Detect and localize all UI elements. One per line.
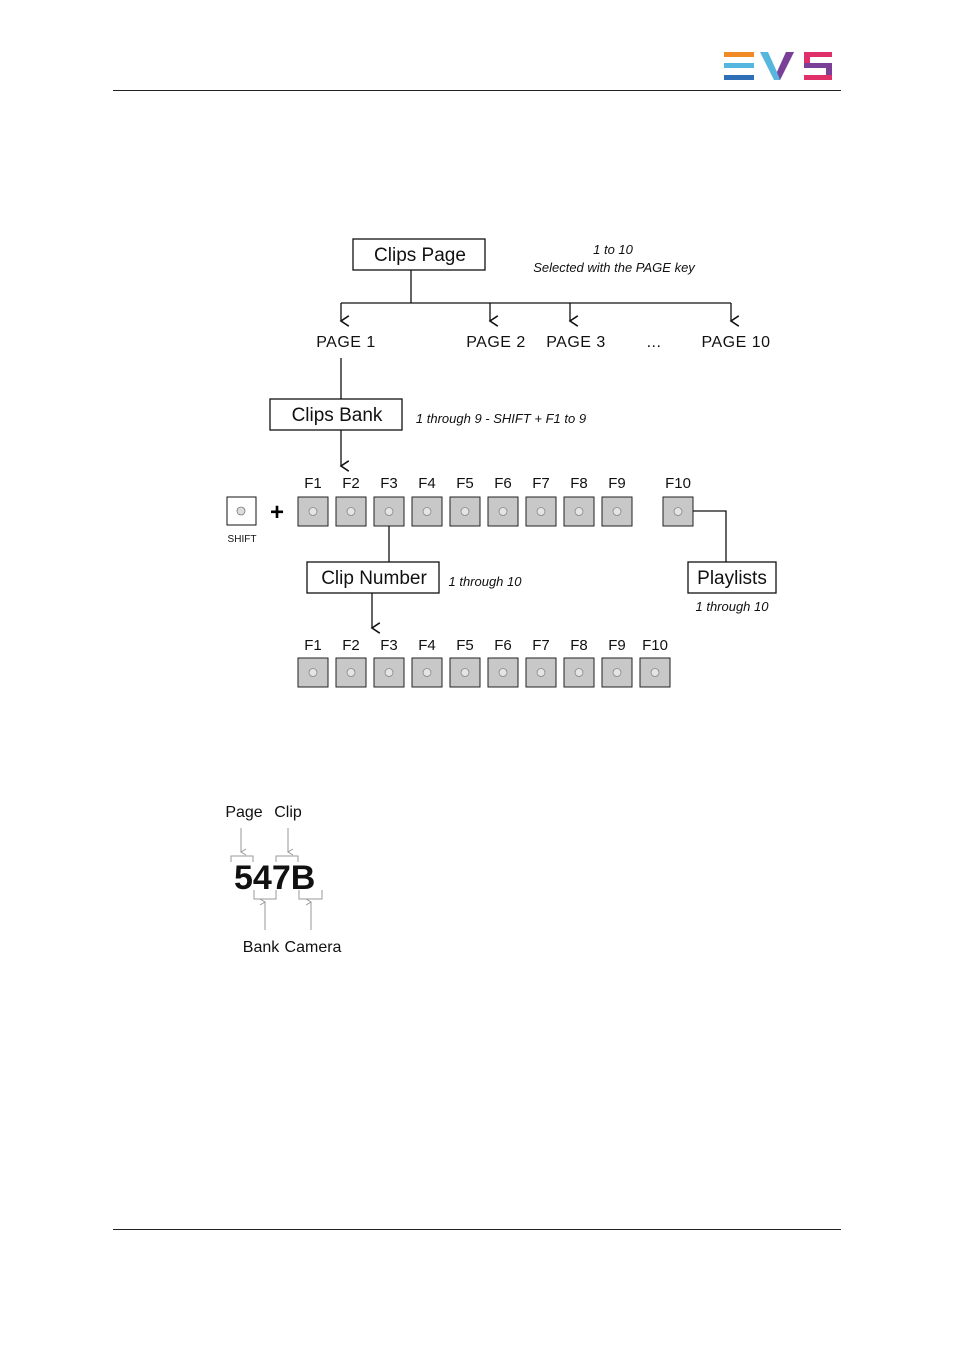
page-10-label: PAGE 10 bbox=[701, 334, 770, 351]
clip-key-row: F1 F2 F3 F4 F5 F6 F7 F8 F9 F10 bbox=[298, 637, 670, 687]
clip-f-key-led-5 bbox=[461, 669, 469, 677]
bank-f-key-led-2 bbox=[347, 508, 355, 516]
clips-page-note-2: Selected with the PAGE key bbox=[533, 260, 696, 275]
clip-f-key-led-1 bbox=[309, 669, 317, 677]
clip-f-label-10: F10 bbox=[642, 637, 668, 654]
bank-f-label-6: F6 bbox=[494, 475, 512, 492]
bank-f-label-4: F4 bbox=[418, 475, 436, 492]
clip-number-box: Clip Number bbox=[307, 562, 439, 593]
clip-f-label-4: F4 bbox=[418, 637, 436, 654]
code-label-camera: Camera bbox=[285, 939, 342, 956]
page-ellipsis: ... bbox=[647, 334, 662, 351]
bank-f-label-3: F3 bbox=[380, 475, 398, 492]
shift-key: SHIFT bbox=[227, 497, 256, 545]
bank-f-key-led-6 bbox=[499, 508, 507, 516]
bank-f-label-8: F8 bbox=[570, 475, 588, 492]
clip-f-label-9: F9 bbox=[608, 637, 626, 654]
clip-f-key-led-7 bbox=[537, 669, 545, 677]
clip-f-label-5: F5 bbox=[456, 637, 474, 654]
page-1-label: PAGE 1 bbox=[316, 334, 376, 351]
page-3-label: PAGE 3 bbox=[546, 334, 606, 351]
clip-f-key-led-9 bbox=[613, 669, 621, 677]
bank-f-key-led-4 bbox=[423, 508, 431, 516]
shift-label: SHIFT bbox=[228, 534, 257, 545]
clips-bank-note: 1 through 9 - SHIFT + F1 to 9 bbox=[416, 411, 586, 426]
clip-code-illustration: Page Clip 547B Bank Camera bbox=[225, 804, 341, 956]
bank-f-key-led-10 bbox=[674, 508, 682, 516]
bank-f-key-led-7 bbox=[537, 508, 545, 516]
clips-bank-label: Clips Bank bbox=[292, 405, 383, 426]
f10-to-playlists-line bbox=[693, 511, 726, 562]
bank-f-label-10: F10 bbox=[665, 475, 691, 492]
clip-f-label-8: F8 bbox=[570, 637, 588, 654]
page-2-label: PAGE 2 bbox=[466, 334, 526, 351]
clips-bank-box: Clips Bank bbox=[270, 399, 402, 430]
clip-f-key-led-4 bbox=[423, 669, 431, 677]
bank-f-label-1: F1 bbox=[304, 475, 322, 492]
code-label-bank: Bank bbox=[243, 939, 280, 956]
bank-f-key-led-5 bbox=[461, 508, 469, 516]
code-label-page: Page bbox=[225, 804, 262, 821]
clip-number-label: Clip Number bbox=[321, 568, 427, 589]
clip-f-label-2: F2 bbox=[342, 637, 360, 654]
playlists-label: Playlists bbox=[697, 568, 767, 589]
clip-f-label-3: F3 bbox=[380, 637, 398, 654]
playlists-note: 1 through 10 bbox=[695, 599, 769, 614]
page-connectors bbox=[341, 270, 731, 321]
bank-f-key-led-9 bbox=[613, 508, 621, 516]
clip-f-key-led-6 bbox=[499, 669, 507, 677]
bank-f-label-7: F7 bbox=[532, 475, 550, 492]
clip-number-note: 1 through 10 bbox=[448, 574, 522, 589]
bank-f-label-5: F5 bbox=[456, 475, 474, 492]
clip-f-key-led-8 bbox=[575, 669, 583, 677]
clip-f-label-7: F7 bbox=[532, 637, 550, 654]
clip-f-key-led-10 bbox=[651, 669, 659, 677]
bank-f-key-led-8 bbox=[575, 508, 583, 516]
clips-page-box: Clips Page bbox=[353, 239, 485, 270]
code-label-clip: Clip bbox=[274, 804, 302, 821]
clips-page-note-1: 1 to 10 bbox=[593, 242, 634, 257]
clip-f-key-led-2 bbox=[347, 669, 355, 677]
bank-key-row: F1 F2 F3 F4 F5 F6 F7 F8 F9 F10 bbox=[298, 475, 693, 526]
bank-f-key-led-1 bbox=[309, 508, 317, 516]
clip-f-label-6: F6 bbox=[494, 637, 512, 654]
plus-sign: + bbox=[270, 499, 284, 526]
clips-page-label: Clips Page bbox=[374, 245, 466, 266]
clip-code-value: 547B bbox=[234, 859, 315, 897]
clip-f-label-1: F1 bbox=[304, 637, 322, 654]
playlists-box: Playlists bbox=[688, 562, 776, 593]
clip-f-key-led-3 bbox=[385, 669, 393, 677]
bank-f-label-2: F2 bbox=[342, 475, 360, 492]
bank-f-key-led-3 bbox=[385, 508, 393, 516]
bank-f-label-9: F9 bbox=[608, 475, 626, 492]
